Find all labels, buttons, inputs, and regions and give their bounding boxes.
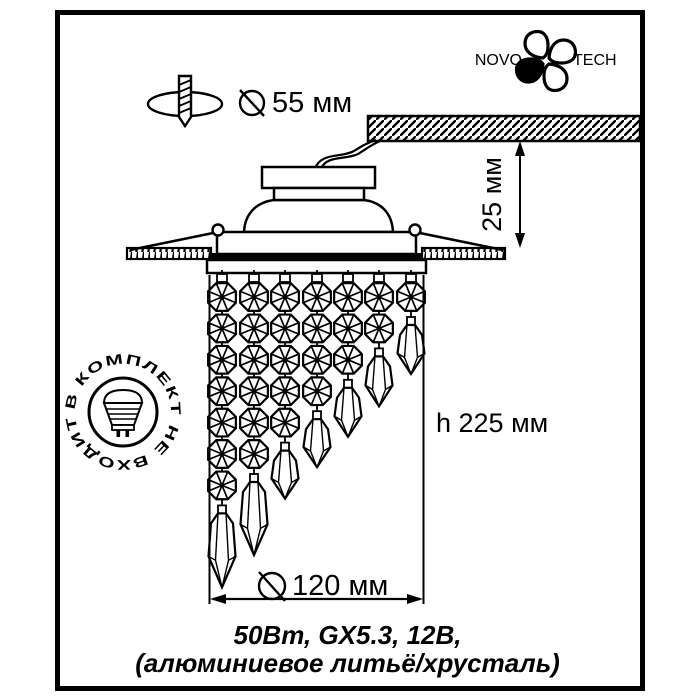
strand-hanger [216, 273, 228, 283]
crystal-drop [364, 355, 394, 409]
crystal-drop [333, 386, 363, 439]
caption-materials-line: (алюминиевое литьё/хрусталь) [135, 648, 560, 678]
crystal-bead [207, 407, 237, 438]
crystal-strand [239, 270, 269, 558]
hole-diameter-label: 55 мм [272, 87, 353, 119]
crystal-bead [239, 344, 269, 375]
fixture-body [125, 165, 507, 275]
trim-flange [210, 253, 423, 260]
recess-depth-label: 25 мм [476, 157, 507, 232]
crystal-bead [364, 313, 394, 344]
crystal-bead [396, 282, 426, 312]
crystal-bead [207, 313, 237, 344]
crystal-bead [239, 313, 269, 344]
strand-hanger [373, 273, 385, 283]
crystal-bead [302, 313, 332, 344]
crystal-bead [207, 439, 237, 469]
terminal-box [260, 165, 377, 190]
recess-depth-dimension [515, 141, 525, 248]
diameter-label: 120 мм [292, 570, 389, 602]
clip-pivot-right [408, 223, 422, 237]
crystal-bead [270, 344, 300, 375]
crystal-bead [302, 282, 332, 312]
crystal-bead [270, 313, 300, 344]
crystal-drop [302, 418, 332, 470]
crystal-drop [207, 512, 237, 591]
diameter-symbol [257, 571, 287, 602]
crystal-bead [302, 344, 332, 375]
supply-wire [313, 138, 381, 170]
crystal-bead [239, 282, 269, 312]
crystal-bead [239, 376, 269, 407]
crystal-bead [270, 376, 300, 407]
crystal-strand [396, 270, 426, 377]
brand-wordmark-right: TECH [573, 52, 617, 69]
crystal-strand [207, 270, 237, 591]
crystal-bead [239, 407, 269, 438]
crystal-drop [239, 480, 269, 558]
crystal-bead [207, 282, 237, 312]
crystal-bead [207, 344, 237, 375]
trim-ring [215, 230, 418, 256]
crystal-bead [333, 313, 363, 344]
crystal-bead [333, 344, 363, 375]
lamp-housing-dome [242, 198, 395, 234]
crystal-bead [302, 376, 332, 407]
strand-hanger [248, 273, 260, 283]
crystal-bead [364, 282, 394, 312]
crystal-bead [270, 282, 300, 312]
crystal-strands [207, 270, 426, 591]
crystal-bead [333, 282, 363, 312]
crystal-bead [239, 439, 269, 469]
page-border-frame [55, 10, 645, 691]
diameter-symbol [238, 89, 266, 117]
strand-hanger [342, 273, 354, 283]
clip-pivot-left [211, 223, 225, 237]
crystal-strand [270, 270, 300, 501]
crystal-strand [333, 270, 363, 439]
ceiling-strip-left [125, 246, 213, 261]
ceiling-strip-right [420, 246, 507, 261]
crystal-bead [207, 470, 237, 501]
strand-hanger [405, 273, 417, 283]
lamp-not-included-badge: В КОМПЛЕКТ НЕ ВХОДИТ [62, 350, 184, 473]
product-caption: 50Вт, GX5.3, 12В, (алюминиевое литьё/хру… [55, 621, 640, 677]
mr16-lamp-icon [102, 388, 144, 437]
strand-hanger [311, 273, 323, 283]
crystal-drop [396, 323, 426, 377]
crystal-strand [302, 270, 332, 470]
crystal-strand [364, 270, 394, 409]
crystal-drop [270, 449, 300, 501]
crystal-bead [207, 376, 237, 407]
housing-neck [272, 186, 366, 202]
strand-hanger [279, 273, 291, 283]
crystal-bead [270, 407, 300, 438]
drill-through-hole-icon [146, 74, 224, 129]
height-label: h 225 мм [436, 408, 549, 438]
brand-wordmark-left: NOVO [474, 52, 522, 69]
novotech-flower-icon [514, 29, 578, 93]
diameter-dimension [208, 275, 425, 604]
caption-specs-line: 50Вт, GX5.3, 12В, [233, 620, 462, 650]
ceiling-section [366, 114, 642, 143]
